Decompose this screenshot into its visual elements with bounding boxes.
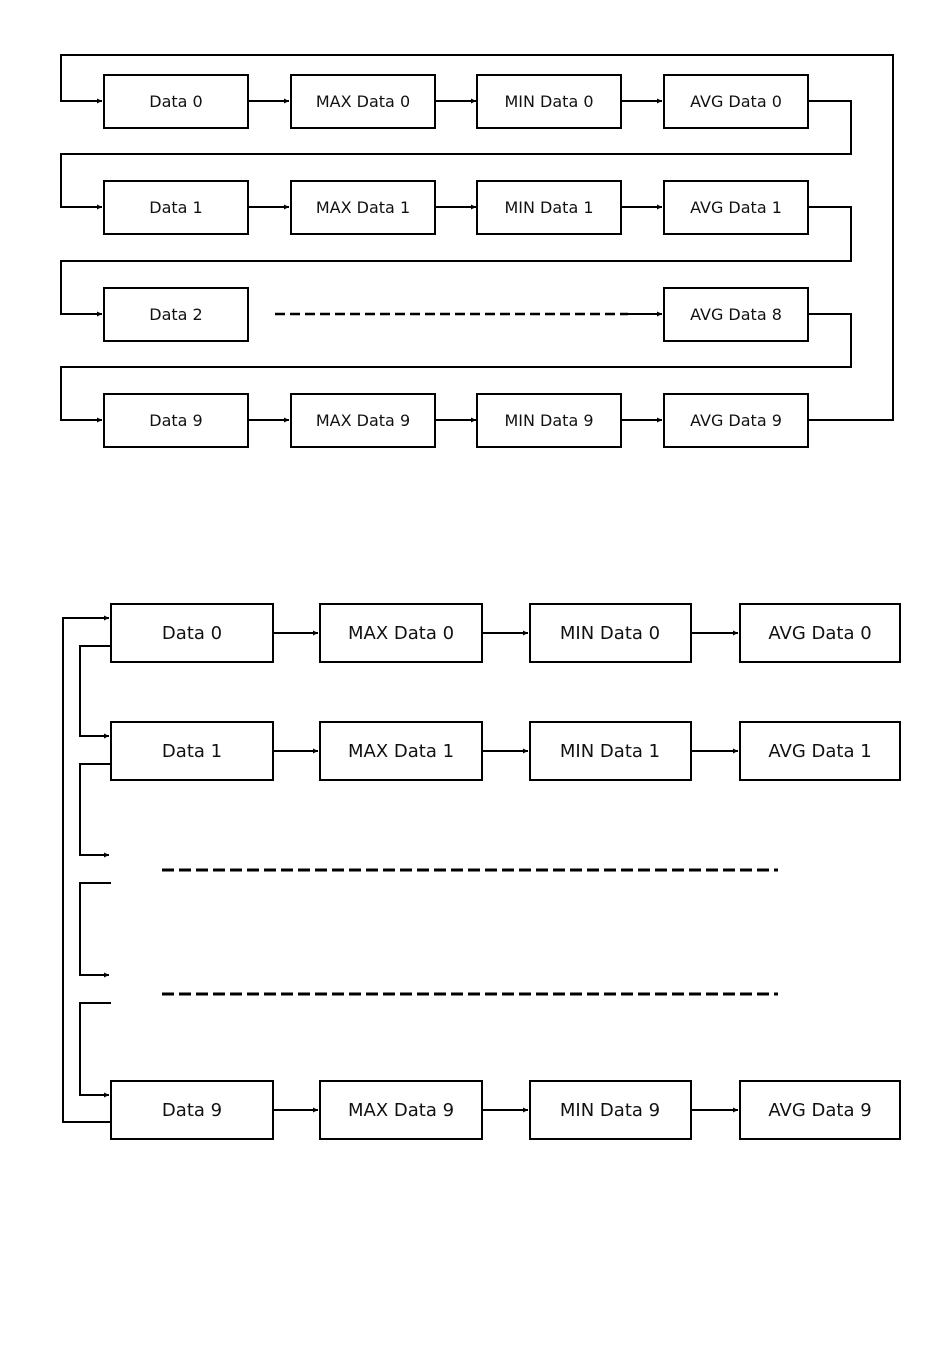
node-box: Data 0 — [104, 75, 248, 128]
node-label: Data 1 — [162, 741, 222, 762]
node-label: AVG Data 1 — [690, 198, 782, 217]
node-box: MIN Data 1 — [530, 722, 691, 780]
node-box: MAX Data 1 — [320, 722, 482, 780]
node-label: MIN Data 1 — [504, 198, 593, 217]
node-box: MAX Data 1 — [291, 181, 435, 234]
node-box: Data 0 — [111, 604, 273, 662]
node-label: MIN Data 0 — [560, 623, 660, 644]
node-box: MIN Data 0 — [530, 604, 691, 662]
diagram-2-connectors — [63, 618, 778, 1122]
node-box: AVG Data 9 — [664, 394, 808, 447]
node-label: AVG Data 9 — [768, 1100, 871, 1121]
node-label: MIN Data 9 — [560, 1100, 660, 1121]
node-label: MIN Data 1 — [560, 741, 660, 762]
node-box: Data 9 — [104, 394, 248, 447]
node-box: AVG Data 1 — [740, 722, 900, 780]
node-label: Data 9 — [162, 1100, 222, 1121]
node-label: MAX Data 9 — [348, 1100, 454, 1121]
node-label: MAX Data 9 — [316, 411, 410, 430]
node-label: MAX Data 1 — [348, 741, 454, 762]
connector-d2-row1-to-gap1 — [80, 764, 111, 855]
node-box: AVG Data 8 — [664, 288, 808, 341]
node-box: MIN Data 9 — [530, 1081, 691, 1139]
node-box: MIN Data 9 — [477, 394, 621, 447]
node-label: Data 0 — [149, 92, 202, 111]
node-box: AVG Data 9 — [740, 1081, 900, 1139]
node-box: Data 9 — [111, 1081, 273, 1139]
node-box: Data 1 — [104, 181, 248, 234]
node-box: MAX Data 0 — [320, 604, 482, 662]
node-box: AVG Data 0 — [740, 604, 900, 662]
node-box: MIN Data 1 — [477, 181, 621, 234]
node-label: AVG Data 0 — [690, 92, 782, 111]
node-box: MIN Data 0 — [477, 75, 621, 128]
node-box: MAX Data 9 — [291, 394, 435, 447]
node-label: Data 1 — [149, 198, 202, 217]
node-label: MIN Data 9 — [504, 411, 593, 430]
connector-d2-gap1-to-gap2 — [80, 883, 111, 975]
node-box: Data 1 — [111, 722, 273, 780]
node-box: MAX Data 9 — [320, 1081, 482, 1139]
loop-back-connector — [63, 618, 111, 1122]
node-box: AVG Data 0 — [664, 75, 808, 128]
diagram-1: Data 0 MAX Data 0 MIN Data 0 AVG Data 0 … — [61, 55, 893, 447]
node-box: AVG Data 1 — [664, 181, 808, 234]
node-label: MAX Data 1 — [316, 198, 410, 217]
node-label: Data 0 — [162, 623, 222, 644]
node-label: Data 2 — [149, 305, 202, 324]
connector-d2-gap2-to-row9 — [80, 1003, 111, 1095]
node-label: AVG Data 1 — [768, 741, 871, 762]
node-label: AVG Data 9 — [690, 411, 782, 430]
node-label: MAX Data 0 — [316, 92, 410, 111]
diagram-2: Data 0 MAX Data 0 MIN Data 0 AVG Data 0 … — [63, 604, 900, 1139]
node-label: AVG Data 8 — [690, 305, 782, 324]
node-label: AVG Data 0 — [768, 623, 871, 644]
connector-d2-row0-to-row1 — [80, 646, 111, 736]
node-label: Data 9 — [149, 411, 202, 430]
node-label: MIN Data 0 — [504, 92, 593, 111]
node-box: MAX Data 0 — [291, 75, 435, 128]
node-label: MAX Data 0 — [348, 623, 454, 644]
node-box: Data 2 — [104, 288, 248, 341]
